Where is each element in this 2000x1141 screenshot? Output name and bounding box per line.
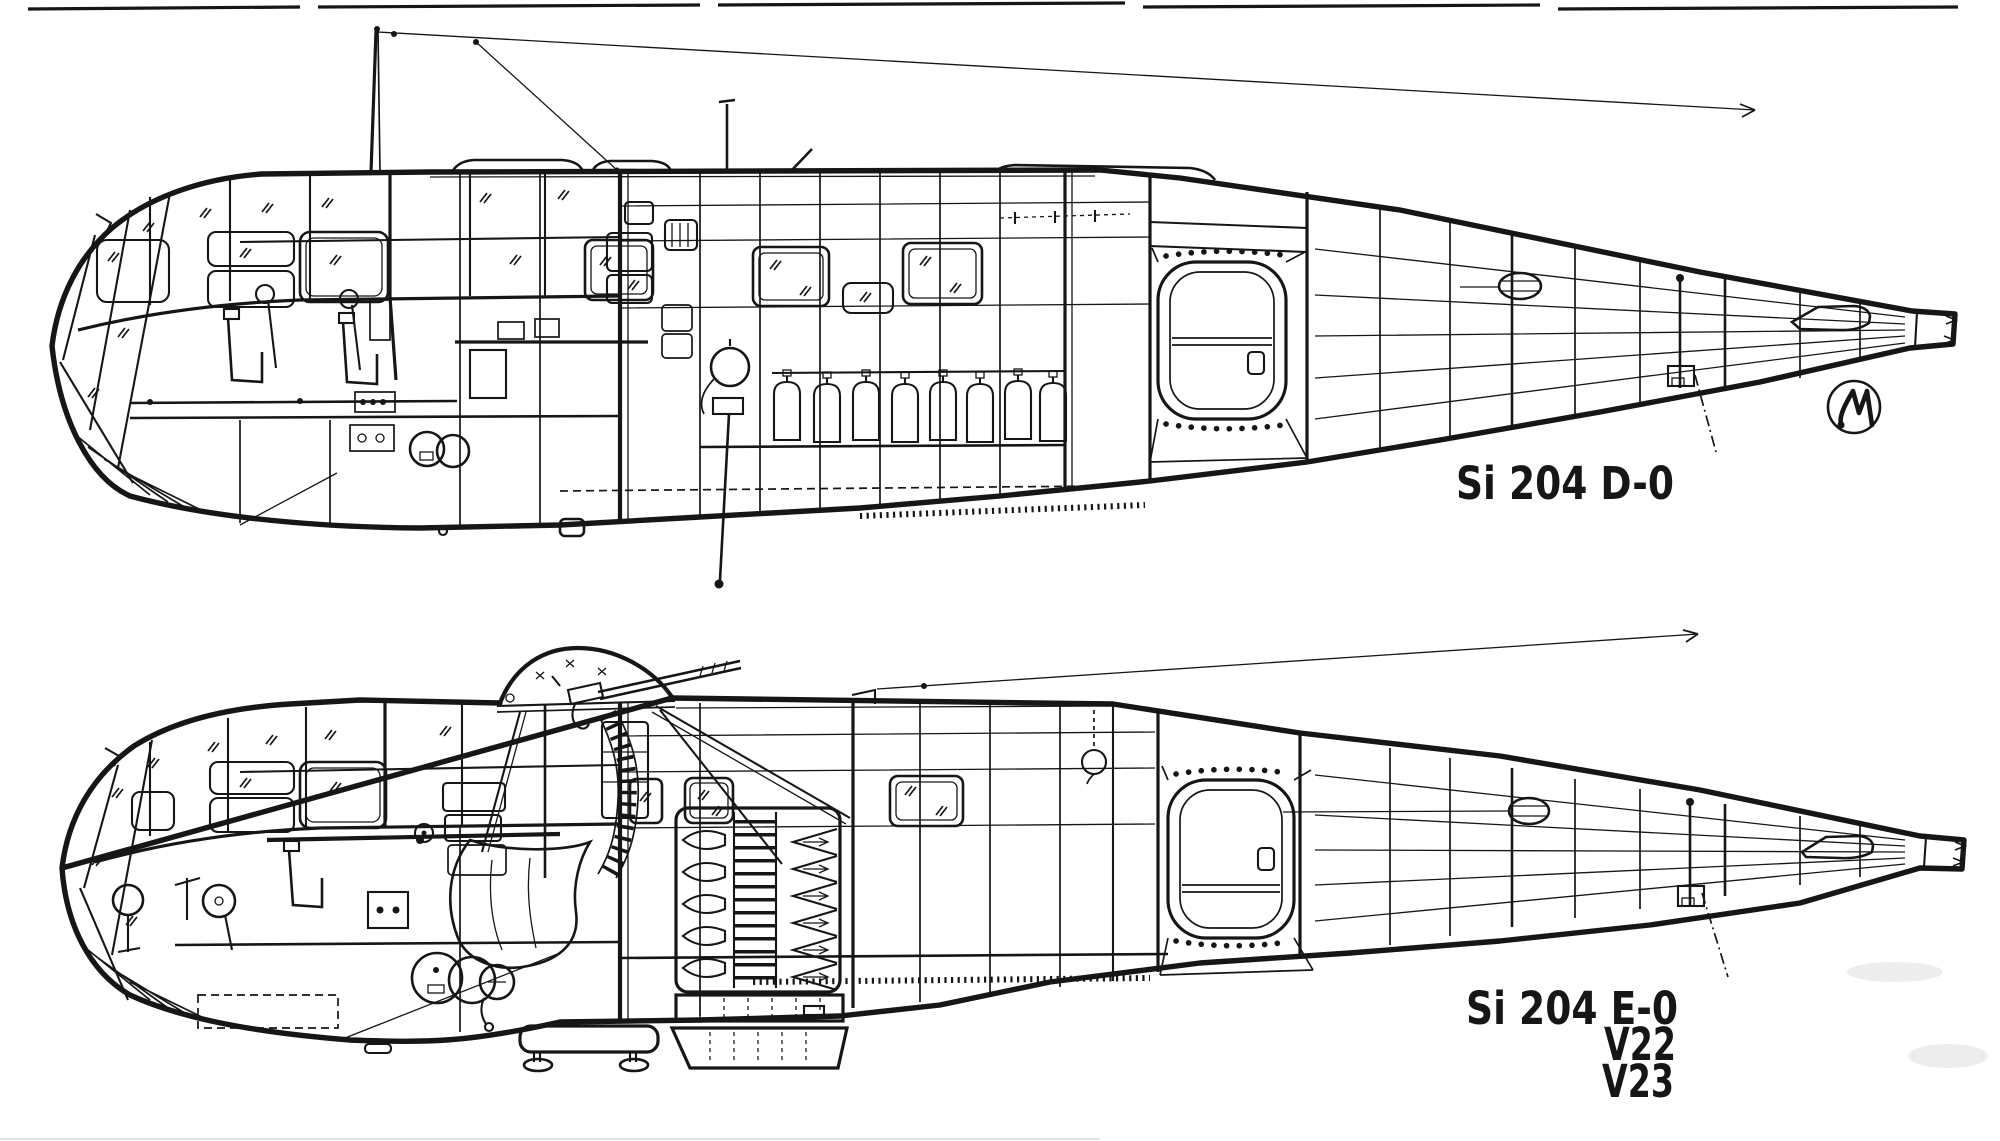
tail-cone: [1922, 836, 1968, 868]
dorsal-gun-turret: [496, 645, 676, 713]
underfloor-bay: [81, 944, 561, 1055]
label-si-204-d0: Si 204 D-0: [1456, 457, 1674, 510]
door-rivets-top: [1173, 766, 1291, 777]
label-v22: V22: [1604, 1018, 1676, 1071]
tailwheel-mount: [1666, 274, 1872, 453]
fuselage-outline: [59, 695, 1967, 1044]
flare-rack: [674, 806, 842, 994]
tail-cone: [1913, 311, 1959, 348]
machine-gun: [551, 659, 742, 730]
stringers: [619, 731, 1906, 985]
entry-door: [1159, 765, 1314, 976]
monogram-m-logo-icon: [1826, 379, 1882, 435]
cabin-windows: [628, 774, 965, 828]
cockpit-interior: [129, 283, 648, 452]
spherical-container: [700, 339, 751, 415]
glazed-nose-cockpit: [79, 702, 619, 1001]
trailing-antenna-tube: [711, 396, 745, 589]
antenna-lead-in: [1080, 702, 1108, 785]
oval-access-hatch: [1282, 796, 1551, 826]
entry-door: [1148, 220, 1309, 463]
turret-brace-struts: [480, 705, 851, 878]
ventral-pannier-steps: [518, 1024, 660, 1073]
underfloor-bay: [71, 420, 586, 538]
oval-access-hatch: [1460, 271, 1543, 301]
cockpit-interior: [111, 781, 621, 954]
walkway-hatch-band: [1148, 220, 1309, 254]
stringers: [559, 201, 1906, 519]
si-204-d0-view: Si 204 D-0: [49, 26, 1959, 589]
door-rivets-bottom: [1173, 938, 1291, 949]
antenna-mast: [369, 26, 381, 173]
antenna-wire: [851, 629, 1699, 704]
oxygen-bottles: [699, 367, 1068, 449]
label-si-204-e0: Si 204 E-0: [1466, 982, 1678, 1035]
si-204-e0-view: Si 204 E-0 V22 V23: [59, 629, 1968, 1108]
glazed-nose-cockpit: [59, 172, 619, 484]
door-rivets-bottom: [1163, 421, 1286, 432]
tailwheel-mount: [1676, 798, 1875, 978]
cable-winch: [478, 963, 516, 1033]
flare-chute-boxes: [669, 993, 849, 1070]
radio-equipment-rack: [600, 720, 650, 820]
door-rivets-top: [1163, 248, 1286, 259]
antenna-wire: [377, 31, 1756, 173]
label-v23: V23: [1602, 1055, 1674, 1108]
rod-antenna-mast: [95, 98, 813, 234]
fuselage-frames: [459, 701, 1861, 1032]
spent-ammo-bag: [449, 838, 594, 969]
